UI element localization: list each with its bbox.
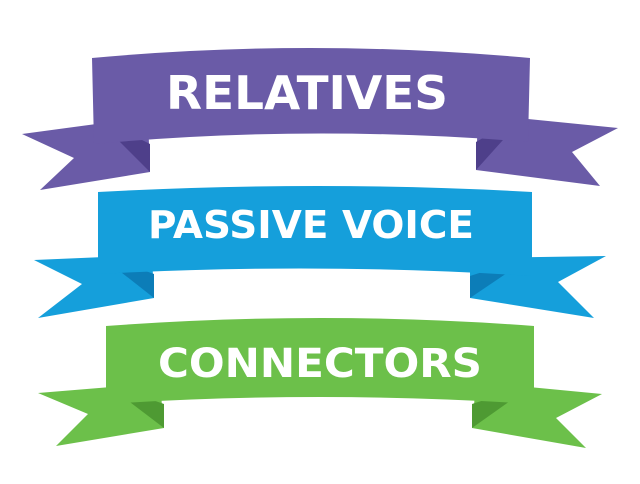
- ribbon-passive-voice-band: [98, 186, 532, 276]
- ribbon-relatives-band: [92, 48, 530, 144]
- ribbon-connectors-band: [106, 318, 534, 404]
- ribbon-relatives-label: RELATIVES: [166, 66, 448, 120]
- ribbon-connectors-label: CONNECTORS: [158, 341, 482, 387]
- ribbon-passive-voice[interactable]: PASSIVE VOICE: [34, 186, 606, 318]
- ribbon-connectors[interactable]: CONNECTORS: [38, 318, 602, 448]
- ribbon-relatives[interactable]: RELATIVES: [22, 48, 618, 190]
- ribbon-passive-voice-label: PASSIVE VOICE: [148, 203, 474, 247]
